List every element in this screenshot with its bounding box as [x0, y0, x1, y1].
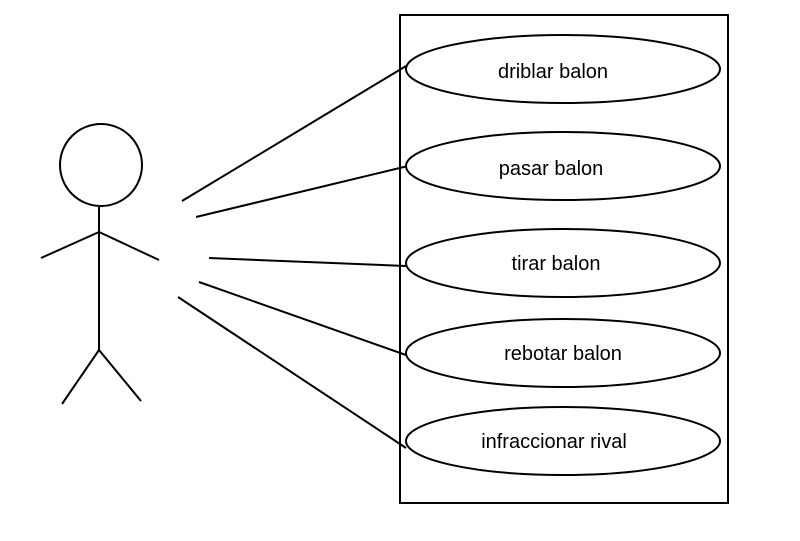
association-line	[208, 257, 407, 267]
use-case-label: driblar balon	[498, 61, 608, 83]
use-case-ellipse	[405, 228, 721, 298]
use-case-ellipse	[405, 406, 721, 476]
actor-left-arm	[40, 231, 100, 259]
use-case-ellipse	[405, 34, 721, 104]
use-case-label: pasar balon	[499, 158, 604, 180]
association-line	[177, 296, 407, 449]
use-case-label: tirar balon	[512, 253, 601, 275]
association-line	[195, 165, 409, 218]
use-case-rebotar: rebotar balon	[405, 318, 721, 388]
actor-right-leg	[98, 349, 142, 402]
use-case-label: infraccionar rival	[481, 431, 627, 453]
system-boundary	[399, 14, 729, 504]
use-case-label: rebotar balon	[504, 343, 622, 365]
use-case-infraccionar: infraccionar rival	[405, 406, 721, 476]
actor	[40, 123, 160, 405]
association-line	[181, 65, 407, 202]
association-line	[198, 281, 407, 356]
use-case-tirar: tirar balon	[405, 228, 721, 298]
associations	[177, 65, 409, 449]
actor-right-arm	[98, 231, 160, 261]
use-case-pasar: pasar balon	[405, 131, 721, 201]
use-case-ellipse	[405, 318, 721, 388]
use-case-ellipse	[405, 131, 721, 201]
actor-head	[59, 123, 143, 207]
use-case-driblar: driblar balon	[405, 34, 721, 104]
actor-left-leg	[61, 349, 100, 405]
